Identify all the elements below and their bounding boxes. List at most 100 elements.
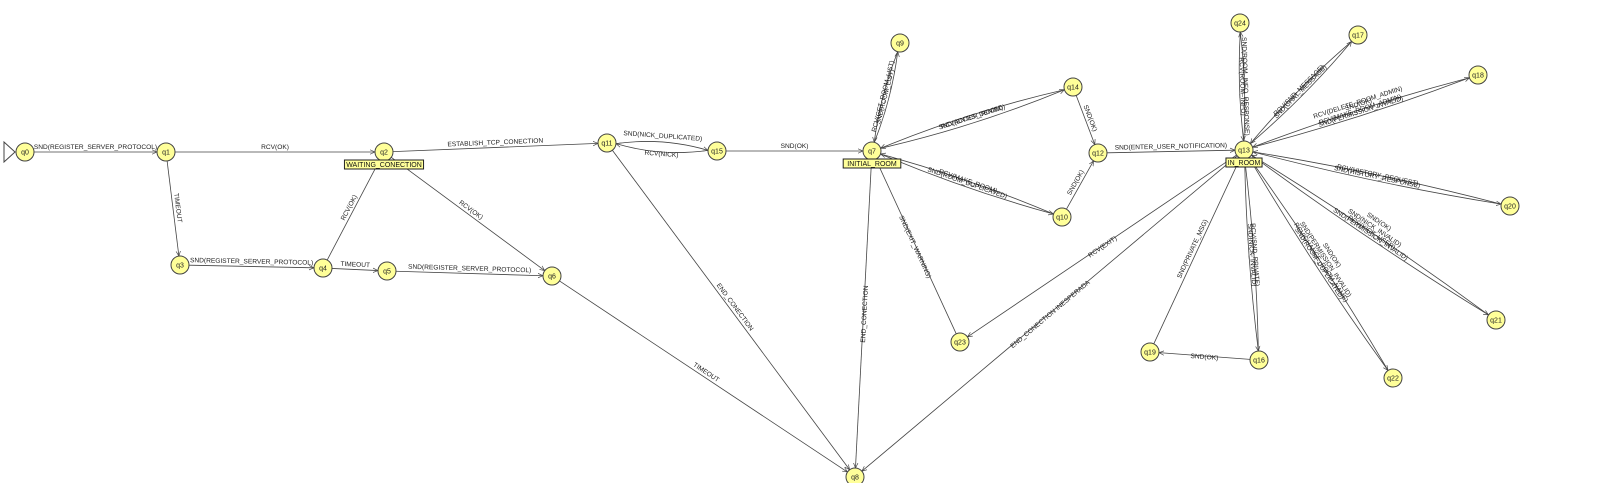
state-q12[interactable]: q12 xyxy=(1088,143,1108,163)
transition-label-q13-q23: RCV(EXIT) xyxy=(1087,235,1118,259)
state-label: q18 xyxy=(1472,73,1484,80)
transition-q2-q6 xyxy=(391,157,545,270)
transition-label-line: SND(ROOM_DUPLICATED) xyxy=(926,166,1007,200)
transition-label-line: SND(PERMISSION_INVALID) xyxy=(1298,221,1352,299)
transition-label-line: TIMEOUT xyxy=(692,362,721,384)
transition-label-line: SND(ENTER_USER_NOTIFICATION) xyxy=(1115,142,1227,151)
state-circle xyxy=(1230,13,1250,33)
state-q1[interactable]: q1 xyxy=(156,142,176,162)
state-badge xyxy=(1225,157,1263,168)
state-q0[interactable]: q0 xyxy=(3,140,35,164)
transition-q11-q15 xyxy=(615,141,708,150)
transition-label-line: END_CONECTION xyxy=(715,282,755,332)
state-circle xyxy=(950,332,970,352)
transition-label-q2-q11: ESTABLISH_TCP_CONECTION xyxy=(447,138,543,149)
transition-q13-q17 xyxy=(1250,41,1351,144)
transition-label-q13-q24: RCV(ROOM_INFO) xyxy=(1238,57,1247,115)
state-label: q4 xyxy=(319,266,327,273)
transition-q13-q18 xyxy=(1252,78,1470,148)
state-q9[interactable]: q9 xyxy=(890,33,910,53)
transition-q13-q8 xyxy=(862,155,1238,471)
state-badge-label: INITIAL_ROOM xyxy=(847,161,897,168)
state-q10[interactable]: q10 xyxy=(1052,207,1072,227)
state-circle xyxy=(1063,77,1083,97)
state-q17[interactable]: q17 xyxy=(1348,25,1368,45)
state-q22[interactable]: q22 xyxy=(1383,368,1403,388)
state-label: q16 xyxy=(1253,358,1265,365)
transition-q13-q16 xyxy=(1244,158,1259,351)
transition-label-q23-q7: SND(EXIT_WARNING) xyxy=(897,215,932,280)
transition-label-q13-q8: END_CONECTION INESPERADA xyxy=(1009,279,1092,350)
state-circle xyxy=(377,261,397,281)
state-q15[interactable]: q15 xyxy=(707,141,727,161)
state-q18[interactable]: q18 xyxy=(1468,65,1488,85)
state-circle xyxy=(1486,310,1506,330)
transition-label-line: RCV(SND_PRIVATE) xyxy=(1249,223,1260,286)
state-label: q8 xyxy=(851,475,859,482)
state-label: q5 xyxy=(383,269,391,276)
transition-label-line: TIMEOUT xyxy=(340,261,370,269)
state-label: q1 xyxy=(162,150,170,157)
transition-label-q15-q11: RCV(NICK) xyxy=(644,150,678,159)
state-label: q10 xyxy=(1056,215,1068,222)
transition-label-line: ESTABLISH_TCP_CONECTION xyxy=(447,138,543,149)
state-q11[interactable]: q11 xyxy=(597,133,617,153)
state-q5[interactable]: q5 xyxy=(377,261,397,281)
state-q6[interactable]: q6 xyxy=(542,266,562,286)
state-label: q3 xyxy=(176,263,184,270)
state-label: q7 xyxy=(868,149,876,156)
transition-q13-q22 xyxy=(1248,157,1388,371)
state-circle xyxy=(170,255,190,275)
state-circle xyxy=(1140,342,1160,362)
transition-q18-q13 xyxy=(1253,77,1470,148)
transition-q3-q4 xyxy=(188,264,314,268)
state-label: q23 xyxy=(954,340,966,347)
state-q21[interactable]: q21 xyxy=(1486,310,1506,330)
state-circle xyxy=(1052,207,1072,227)
state-label: q12 xyxy=(1092,151,1104,158)
state-circle xyxy=(845,467,865,483)
state-circle xyxy=(1383,368,1403,388)
transition-label-line: SND(NICK_INVALID) xyxy=(1246,223,1257,286)
transition-label-q16-q13: SND(NICK_INVALID) xyxy=(1246,223,1257,286)
state-q14[interactable]: q14 xyxy=(1063,77,1083,97)
state-label: q24 xyxy=(1234,21,1246,28)
transition-label-q19-q13: SND(PRIVATE_MSG) xyxy=(1176,219,1209,280)
state-q3[interactable]: q3 xyxy=(170,255,190,275)
state-badge xyxy=(343,159,425,170)
transition-label-q15-q7: SND(OK) xyxy=(781,143,809,150)
state-label: q14 xyxy=(1067,85,1079,92)
state-circle xyxy=(1500,196,1520,216)
transition-label-line: SND(ACCES_DENIED) xyxy=(938,104,1006,132)
state-circle xyxy=(156,142,176,162)
transition-q11-q8 xyxy=(612,149,849,470)
state-q19[interactable]: q19 xyxy=(1140,342,1160,362)
transition-label-q1-q3: TIMEOUT xyxy=(172,193,183,223)
transition-q13-q21 xyxy=(1251,154,1488,315)
transition-label-line: SND(REGISTER_SERVER_PROTOCOL) xyxy=(190,257,313,267)
state-circle xyxy=(1249,350,1269,370)
transition-q15-q11 xyxy=(616,144,709,153)
transition-q5-q6 xyxy=(395,270,543,275)
transition-q22-q13 xyxy=(1249,158,1389,371)
state-label: q11 xyxy=(601,141,612,148)
state-q23[interactable]: q23 xyxy=(950,332,970,352)
transition-label-line: RCV(OK) xyxy=(261,144,289,151)
transition-q7-q8 xyxy=(855,159,872,468)
transition-label-q3-q4: SND(REGISTER_SERVER_PROTOCOL) xyxy=(190,257,313,267)
state-q8[interactable]: q8 xyxy=(845,467,865,483)
transition-q2-q11 xyxy=(392,143,598,153)
transition-label-q12-q13: SND(ENTER_USER_NOTIFICATION) xyxy=(1115,142,1227,151)
state-q20[interactable]: q20 xyxy=(1500,196,1520,216)
transition-label-q4-q5: TIMEOUT xyxy=(340,261,370,269)
transition-q19-q13 xyxy=(1153,158,1241,345)
state-q4[interactable]: q4 xyxy=(313,258,333,278)
state-q16[interactable]: q16 xyxy=(1249,350,1269,370)
state-q24[interactable]: q24 xyxy=(1230,13,1250,33)
transition-q7-q9 xyxy=(873,52,897,143)
transition-label-line: SND(OK) xyxy=(781,143,809,150)
